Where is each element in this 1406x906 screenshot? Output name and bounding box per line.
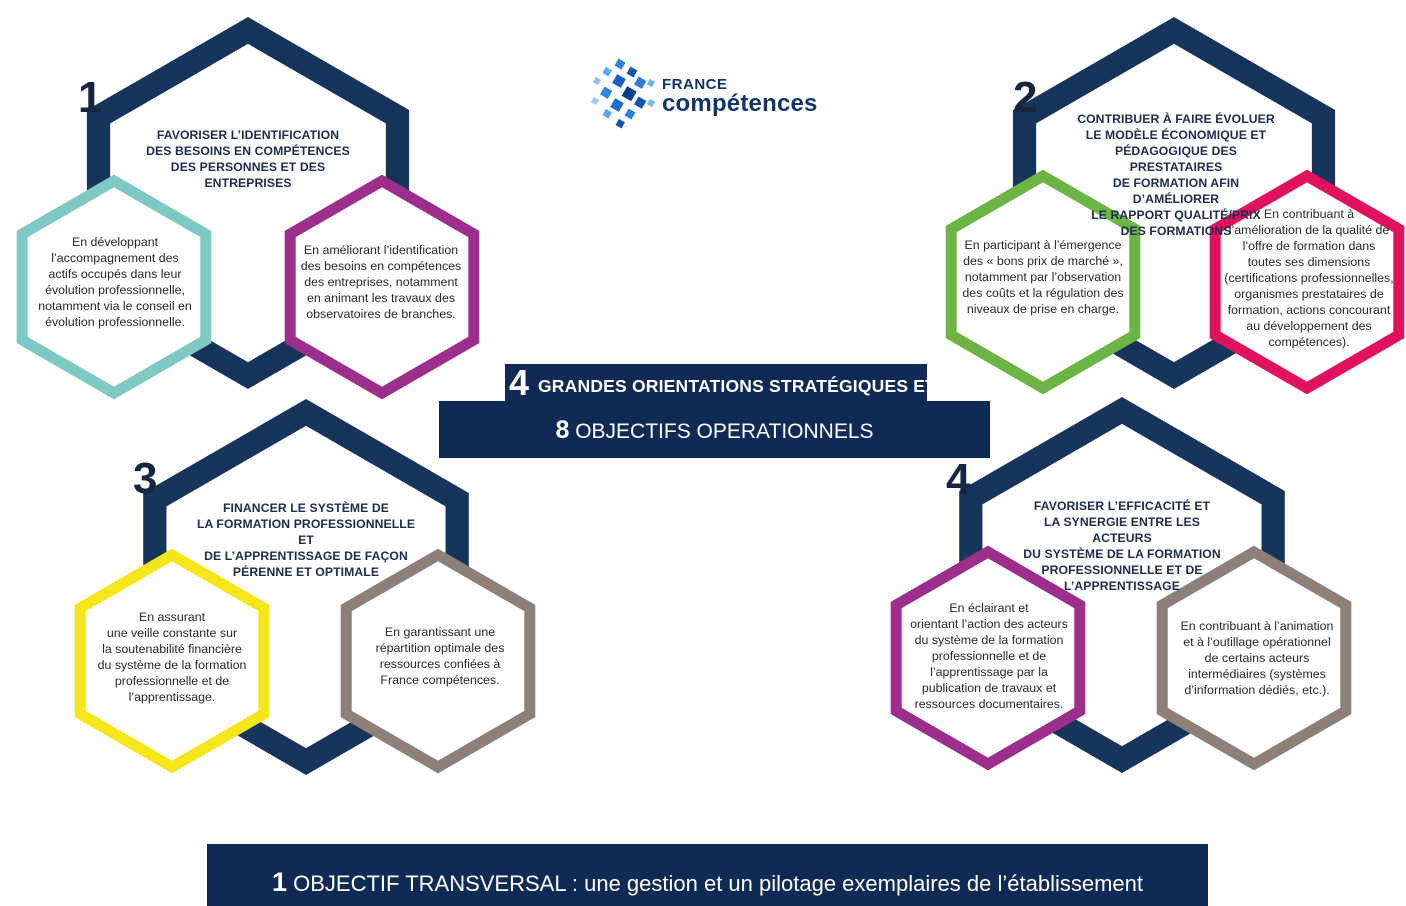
- orientation-3-objective-right-hexagon: [340, 548, 536, 774]
- orientations-count: 4: [509, 364, 530, 402]
- logo-line-1: FRANCE: [662, 76, 728, 93]
- orientation-4-objective-right: En contribuant à l’animation et à l’outi…: [1180, 619, 1334, 697]
- objectives-label: OBJECTIFS OPERATIONNELS: [575, 420, 874, 443]
- orientation-3-number: 3: [133, 454, 158, 503]
- orientation-2-title: CONTRIBUER À FAIRE ÉVOLUER LE MODÈLE ÉCO…: [1077, 112, 1275, 238]
- orientation-4-objective-left: En éclairant et orientant l’action des a…: [910, 601, 1068, 711]
- orientation-3-objective-left: En assurant une veille constante sur la …: [97, 610, 247, 704]
- orientation-4-number: 4: [946, 455, 971, 504]
- orientation-3-title: FINANCER LE SYSTÈME DE LA FORMATION PROF…: [196, 501, 416, 579]
- france-competences-logo: FRANCE compétences: [590, 58, 850, 130]
- transversal-objective-banner: 1 OBJECTIF TRANSVERSAL : une gestion et …: [207, 844, 1208, 906]
- orientation-2-objective-right-hexagon: [1209, 169, 1405, 395]
- objectives-banner: 8 OBJECTIFS OPERATIONNELS: [439, 401, 990, 458]
- orientation-2-objective-left: En participant à l’émergence des « bons …: [962, 238, 1124, 316]
- orientation-1-objective-right-hexagon: [284, 174, 480, 400]
- orientation-3-objective-left-hexagon: [74, 548, 270, 774]
- orientation-2-objective-right: En contribuant à l’amélioration de la qu…: [1224, 207, 1394, 349]
- transversal-count: 1: [271, 867, 288, 897]
- logo-line-2: compétences: [662, 90, 818, 117]
- orientation-1-number: 1: [78, 73, 103, 122]
- orientation-1-objective-left: En développant l’accompagnement des acti…: [38, 235, 192, 329]
- orientation-1-objective-left-hexagon: [16, 174, 212, 400]
- orientation-4-title: FAVORISER L’EFFICACITÉ ET LA SYNERGIE EN…: [1023, 499, 1221, 593]
- orientation-3-objective-right: En garantissant une répartition optimale…: [375, 625, 505, 687]
- orientation-2-objective-left-hexagon: [945, 169, 1141, 395]
- logo-dots-icon: [590, 58, 656, 129]
- objectives-count: 8: [555, 416, 570, 444]
- orientation-4-objective-left-hexagon: [890, 545, 1086, 771]
- orientation-1-title: FAVORISER L’IDENTIFICATION DES BESOINS E…: [146, 128, 350, 190]
- orientation-2-number: 2: [1013, 73, 1038, 122]
- orientations-label: GRANDES ORIENTATIONS STRATÉGIQUES ET: [538, 376, 927, 396]
- orientation-4-objective-right-hexagon: [1156, 545, 1352, 771]
- orientations-banner: 4 GRANDES ORIENTATIONS STRATÉGIQUES ET: [505, 364, 927, 402]
- orientation-1-objective-right: En améliorant l’identification des besoi…: [300, 243, 462, 321]
- transversal-label: OBJECTIF TRANSVERSAL : une gestion et un…: [293, 871, 1143, 896]
